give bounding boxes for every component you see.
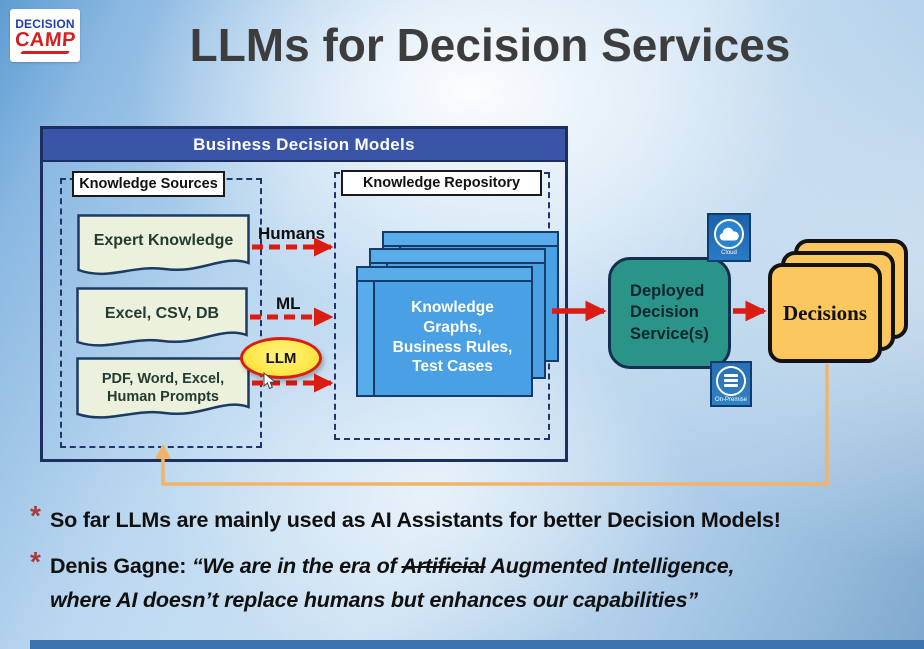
llm-badge-label: LLM [265, 349, 297, 367]
ml-arrow-label: ML [276, 294, 301, 313]
mouse-pointer-icon [263, 372, 277, 390]
decisions-label: Decisions [783, 300, 867, 325]
pdf-word-excel-document: PDF, Word, Excel, Human Prompts [76, 357, 250, 425]
cloud-label: Cloud [721, 250, 737, 256]
footnote-2: * Denis Gagne: “We are in the era of Art… [30, 546, 914, 617]
logo-text-camp: CAMP [13, 28, 77, 51]
onpremise-label: On-Premise [714, 396, 747, 403]
deployed-decision-service-text: Deployed Decision Service(s) [630, 281, 709, 343]
quote-author: Denis Gagne: [50, 554, 192, 578]
quote-line2: where AI doesn’t replace humans but enha… [50, 588, 698, 612]
expert-knowledge-document: Expert Knowledge [77, 214, 250, 282]
llm-badge: LLM [240, 337, 322, 379]
cloud-icon [714, 219, 744, 249]
asterisk-bullet-icon: * [30, 500, 41, 531]
quote-part1: “We are in the era of [191, 554, 402, 578]
excel-csv-db-text: Excel, CSV, DB [104, 305, 220, 322]
onpremise-deployment-badge: On-Premise [710, 361, 752, 407]
repository-card-text: Knowledge Graphs, Business Rules, Test C… [392, 298, 513, 376]
document-shape-icon [77, 214, 250, 276]
cloud-glyph [719, 227, 739, 241]
decisions-card-front: Decisions [768, 263, 882, 363]
footnote-1-text: So far LLMs are mainly used as AI Assist… [50, 508, 781, 532]
footnote-1: * So far LLMs are mainly used as AI Assi… [30, 500, 914, 537]
excel-csv-db-document: Excel, CSV, DB [76, 287, 248, 353]
quote-strikethrough-word: Artificial [401, 554, 486, 578]
quote-part2: Augmented Intelligence, [485, 554, 735, 578]
diagram-header: Business Decision Models [43, 129, 565, 162]
asterisk-bullet-icon: * [30, 546, 41, 577]
decisioncamp-logo: DECISION CAMP [10, 9, 80, 62]
logo-text-decision: DECISION [15, 16, 75, 31]
document-shape-icon [76, 287, 248, 347]
repository-card-front: Knowledge Graphs, Business Rules, Test C… [356, 266, 533, 397]
cloud-deployment-badge: Cloud [707, 213, 751, 262]
server-stack-icon [716, 365, 746, 396]
knowledge-sources-label: Knowledge Sources [72, 171, 225, 197]
logo-underline [20, 50, 70, 54]
pdf-word-excel-text: PDF, Word, Excel, Human Prompts [101, 370, 225, 405]
deployed-decision-service-box: Deployed Decision Service(s) [608, 257, 731, 369]
expert-knowledge-text: Expert Knowledge [93, 232, 234, 249]
knowledge-repository-label: Knowledge Repository [341, 170, 542, 196]
slide-title: LLMs for Decision Services [189, 19, 791, 71]
footnote-2-text: Denis Gagne: “We are in the era of Artif… [50, 549, 735, 617]
humans-arrow-label: Humans [258, 224, 326, 243]
server-bars [724, 373, 738, 388]
bottom-accent-bar [30, 640, 924, 649]
